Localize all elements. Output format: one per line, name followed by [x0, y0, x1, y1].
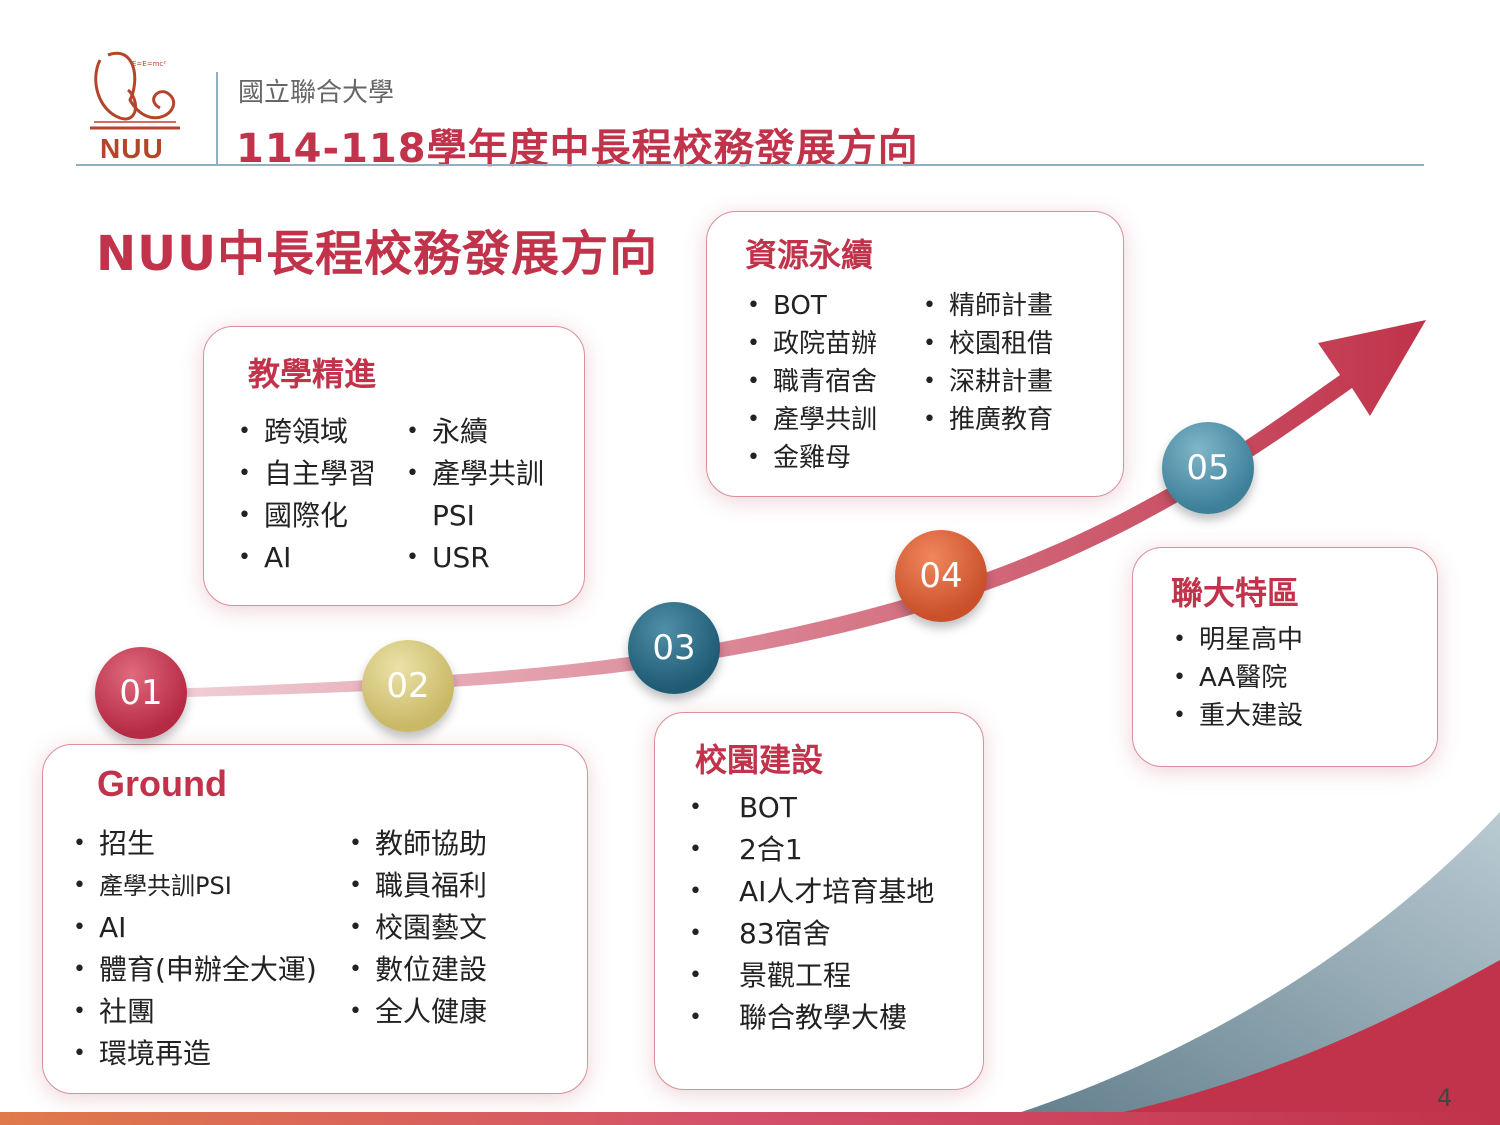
milestone-node-05: 05	[1162, 422, 1254, 514]
list-item: 聯合教學大樓	[685, 997, 934, 1039]
card-special-zone: 聯大特區 明星高中 AA醫院 重大建設	[1132, 547, 1438, 767]
main-heading: NUU中長程校務發展方向	[96, 226, 659, 282]
card-campus: 校園建設 BOT 2合1 AI人才培育基地 83宿舍 景觀工程 聯合教學大樓	[654, 712, 984, 1090]
card-teaching-list-2: 永續 產學共訓 PSI USR	[402, 411, 544, 579]
list-item: 永續	[402, 411, 544, 453]
milestone-node-02: 02	[362, 640, 454, 732]
logo-formula: E=E=mc²	[132, 60, 167, 68]
list-item: 產學共訓	[743, 401, 877, 439]
list-item: 政院苗辦	[743, 325, 877, 363]
list-item: 招生	[69, 823, 317, 865]
list-item: USR	[402, 537, 544, 579]
red-swoosh	[1060, 960, 1500, 1125]
list-item-text: 產學共訓PSI	[99, 872, 232, 900]
card-ground-title: Ground	[97, 763, 227, 804]
list-item: 國際化	[234, 495, 376, 537]
card-teaching-title: 教學精進	[248, 355, 377, 393]
list-item: 83宿舍	[685, 913, 934, 955]
card-resources-list-2: 精師計畫 校園租借 深耕計畫 推廣教育	[919, 287, 1053, 439]
list-item: 重大建設	[1169, 697, 1303, 735]
list-item: 社團	[69, 991, 317, 1033]
header-rule	[76, 164, 1424, 166]
header-divider	[216, 72, 218, 166]
list-item: 景觀工程	[685, 955, 934, 997]
list-item: 產學共訓PSI	[69, 865, 317, 907]
list-item: 職員福利	[345, 865, 487, 907]
list-item: 2合1	[685, 829, 934, 871]
card-ground-list-1: 招生 產學共訓PSI AI 體育(申辦全大運) 社團 環境再造	[69, 823, 317, 1075]
card-ground: Ground 招生 產學共訓PSI AI 體育(申辦全大運) 社團 環境再造 教…	[42, 744, 588, 1094]
page-number: 4	[1437, 1084, 1453, 1112]
university-name: 國立聯合大學	[238, 78, 395, 108]
list-item: 自主學習	[234, 453, 376, 495]
list-item: 全人健康	[345, 991, 487, 1033]
card-campus-title: 校園建設	[695, 741, 824, 779]
list-item: 數位建設	[345, 949, 487, 991]
card-teaching: 教學精進 跨領域 自主學習 國際化 AI 永續 產學共訓 PSI USR	[203, 326, 585, 606]
list-item: 校園藝文	[345, 907, 487, 949]
list-item: 推廣教育	[919, 401, 1053, 439]
card-resources-title: 資源永續	[745, 236, 874, 274]
card-ground-list-2: 教師協助 職員福利 校園藝文 數位建設 全人健康	[345, 823, 487, 1033]
list-item: AI	[234, 537, 376, 579]
list-item: BOT	[685, 787, 934, 829]
milestone-node-01: 01	[95, 647, 187, 739]
university-logo	[90, 51, 180, 130]
list-item: 明星高中	[1169, 621, 1303, 659]
milestone-node-03: 03	[628, 602, 720, 694]
list-item-text: 2合1	[739, 833, 803, 866]
list-item: 金雞母	[743, 439, 877, 477]
card-special-zone-title: 聯大特區	[1171, 574, 1300, 612]
list-item: 體育(申辦全大運)	[69, 949, 317, 991]
list-item-text: 景觀工程	[739, 959, 852, 992]
list-item-text: 聯合教學大樓	[739, 1001, 908, 1034]
list-item-text: 83宿舍	[739, 917, 831, 950]
list-item: 校園租借	[919, 325, 1053, 363]
list-item: 深耕計畫	[919, 363, 1053, 401]
bottom-bar	[0, 1112, 1500, 1125]
list-item: 跨領域	[234, 411, 376, 453]
list-item: 環境再造	[69, 1033, 317, 1075]
card-campus-list: BOT 2合1 AI人才培育基地 83宿舍 景觀工程 聯合教學大樓	[685, 787, 934, 1039]
list-item: BOT	[743, 287, 877, 325]
list-item: 職青宿舍	[743, 363, 877, 401]
milestone-node-04: 04	[895, 530, 987, 622]
card-resources: 資源永續 BOT 政院苗辦 職青宿舍 產學共訓 金雞母 精師計畫 校園租借 深耕…	[706, 211, 1124, 497]
list-item: 精師計畫	[919, 287, 1053, 325]
list-item-text: BOT	[739, 791, 797, 824]
list-item: 教師協助	[345, 823, 487, 865]
list-item: AA醫院	[1169, 659, 1303, 697]
list-item: AI人才培育基地	[685, 871, 934, 913]
card-resources-list-1: BOT 政院苗辦 職青宿舍 產學共訓 金雞母	[743, 287, 877, 477]
card-teaching-list-1: 跨領域 自主學習 國際化 AI	[234, 411, 376, 579]
list-item: AI	[69, 907, 317, 949]
card-special-zone-list: 明星高中 AA醫院 重大建設	[1169, 621, 1303, 735]
logo-text: NUU	[100, 133, 164, 164]
list-item-text: AI人才培育基地	[739, 875, 935, 908]
list-item: PSI	[432, 499, 475, 532]
list-item: 產學共訓	[402, 453, 544, 495]
